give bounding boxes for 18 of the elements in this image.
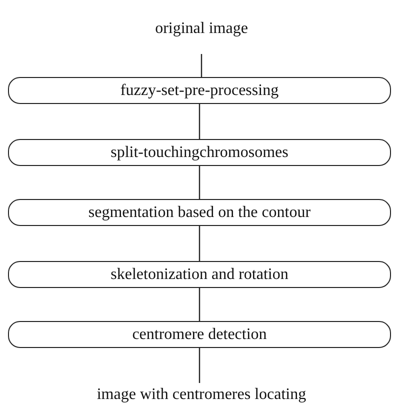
process-box: [8, 261, 391, 288]
process-box: [8, 139, 391, 166]
step-label: segmentation based on the contour: [88, 204, 311, 222]
process-box: [8, 321, 391, 348]
connector-line: [198, 288, 200, 321]
step-label: fuzzy-set-pre-processing: [120, 82, 279, 100]
connector-line: [198, 348, 200, 383]
connector-line: [198, 166, 200, 199]
output-label: image with centromeres locating: [96, 386, 306, 404]
step-label: centromere detection: [132, 326, 267, 344]
connector-line: [198, 226, 200, 261]
input-label: original image: [155, 20, 248, 38]
process-box: [8, 199, 391, 226]
connector-line: [200, 54, 202, 77]
step-label: skeletonization and rotation: [110, 266, 288, 284]
connector-line: [198, 104, 200, 139]
process-box: [8, 77, 391, 104]
step-label: split-touchingchromosomes: [110, 144, 288, 162]
